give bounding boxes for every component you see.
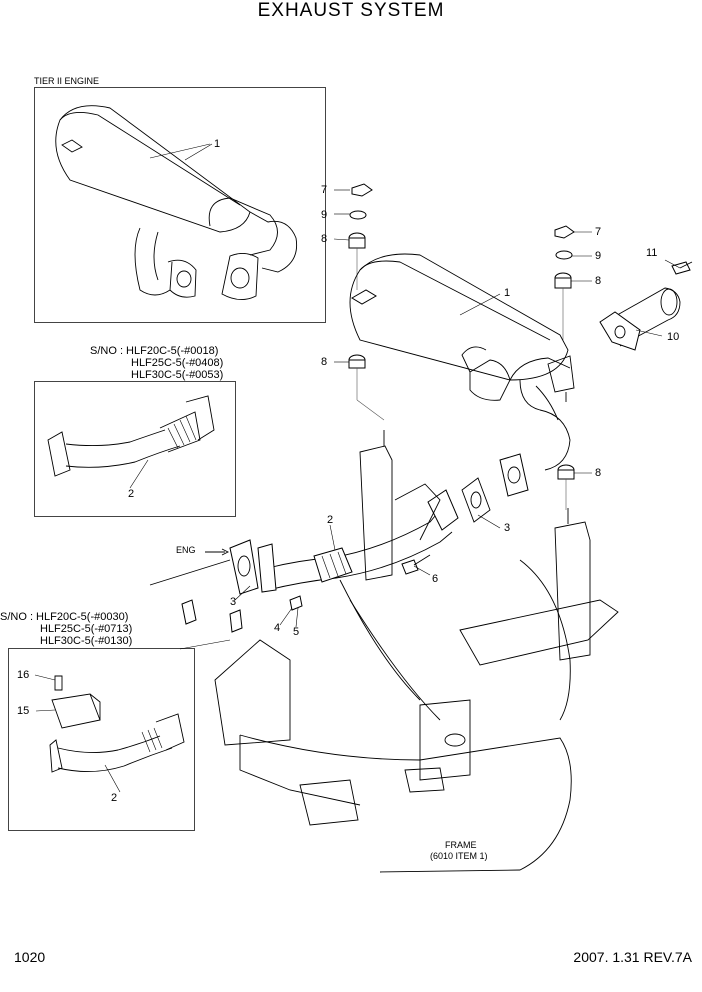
revision-stamp: 2007. 1.31 REV.7A [573,949,692,965]
clamps [181,595,303,633]
callout-nut-right: 7 [595,226,602,238]
serial-line: HLF25C-5(-#0713) [40,623,133,635]
gasket-right [461,477,491,523]
tier2-engine-inset [34,87,326,323]
callout-washer-right: 9 [595,250,602,262]
page-number: 1020 [14,949,46,965]
main-pipe [229,489,459,595]
callout-mount-right-bottom: 8 [595,467,602,479]
serial-line: HLF30C-5(-#0053) [131,369,224,381]
callout-gasket-3-left: 3 [230,596,237,608]
callout-inset2-cover: 15 [17,705,30,717]
callout-mount-right-top: 8 [595,275,602,287]
callout-bolt-11: 11 [646,247,658,259]
bolt-6 [401,554,431,575]
leader-lines [34,143,681,793]
callout-clamp-5: 5 [293,626,300,638]
callout-mount-left-bottom: 8 [321,356,328,368]
callout-inset1-muffler: 1 [214,138,221,150]
serial-inset-2 [8,648,195,831]
tailpipe [599,261,693,351]
hardware-right [554,225,575,510]
callout-washer-left: 9 [321,209,328,221]
callout-muffler-main: 1 [504,287,511,299]
serial-line: S/NO : HLF20C-5(-#0018) [90,345,219,357]
serial-line: HLF30C-5(-#0130) [40,635,133,647]
hardware-left [348,183,385,421]
inset2-pipe [47,395,215,477]
callout-inset2-pipe: 2 [111,792,118,804]
callout-inset2-bolt: 16 [17,669,30,681]
eng-label: ENG [176,545,196,555]
callout-mount-left-top: 8 [321,233,328,245]
frame-label-line1: FRAME [445,840,477,850]
callout-inset1-pipe: 2 [128,488,135,500]
callout-bolt-6: 6 [432,573,439,585]
frame-label-line2: (6010 ITEM 1) [430,851,488,861]
inset1-muffler [55,105,298,300]
callout-tailpipe-10: 10 [667,331,680,343]
inset3-pipe [49,675,185,773]
frame [149,430,619,873]
tier2-engine-label: TIER II ENGINE [34,76,100,86]
callout-gasket-3-right: 3 [504,522,511,534]
serial-line: HLF25C-5(-#0408) [131,357,224,369]
serial-line: S/NO : HLF20C-5(-#0030) [0,611,129,623]
page-title: EXHAUST SYSTEM [257,0,445,21]
callout-pipe-main: 2 [327,514,334,526]
serial-inset-1 [34,381,236,517]
callout-nut-left: 7 [321,184,328,196]
callout-clamp-4: 4 [274,622,281,634]
main-muffler [349,253,575,497]
